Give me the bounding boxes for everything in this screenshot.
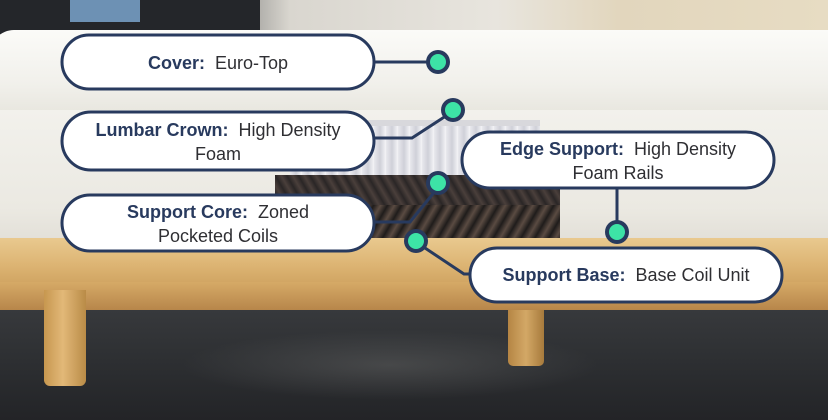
marker-dot-icon (404, 229, 428, 253)
leader-line (374, 110, 453, 140)
bed-leg-right (508, 310, 544, 366)
floor (0, 290, 828, 420)
callout-lumbar-crown: Lumbar Crown: High Density Foam (60, 98, 465, 172)
callout-box (468, 246, 784, 304)
callout-text-line1: Edge Support: High Density (500, 139, 736, 159)
marker-dot-icon (605, 220, 629, 244)
callout-value-line2: Foam Rails (572, 163, 663, 183)
callout-cover: Cover: Euro-Top (60, 33, 450, 91)
callout-value-line1: High Density (238, 120, 340, 140)
marker-dot-icon (426, 50, 450, 74)
callout-value-line2: Pocketed Coils (158, 226, 278, 246)
callout-value: Euro-Top (215, 53, 288, 73)
marker-dot-icon (441, 98, 465, 122)
callout-box (60, 110, 376, 172)
callout-edge-support: Edge Support: High Density Foam Rails (460, 130, 776, 244)
callout-value-line1: High Density (634, 139, 736, 159)
callout-name: Lumbar Crown: (95, 120, 228, 140)
callout-box (60, 193, 376, 253)
callout-text: Support Base: Base Coil Unit (502, 265, 749, 285)
callout-support-core: Support Core: Zoned Pocketed Coils (60, 171, 450, 253)
callout-value-line1: Zoned (258, 202, 309, 222)
callout-box (460, 130, 776, 190)
callout-name: Support Core: (127, 202, 248, 222)
callout-name: Support Base: (502, 265, 625, 285)
leader-line (374, 189, 438, 224)
leader-line (421, 244, 472, 276)
callout-name: Cover: (148, 53, 205, 73)
bed-leg-left (44, 290, 86, 386)
callout-value-line2: Foam (195, 144, 241, 164)
callout-text-line1: Support Core: Zoned (127, 202, 309, 222)
callout-name: Edge Support: (500, 139, 624, 159)
callout-text-line1: Lumbar Crown: High Density (95, 120, 340, 140)
callout-text: Cover: Euro-Top (148, 53, 288, 73)
callout-support-base: Support Base: Base Coil Unit (404, 229, 784, 304)
background-box (70, 0, 140, 22)
callout-box (60, 33, 376, 91)
marker-dot-icon (426, 171, 450, 195)
callout-value: Base Coil Unit (635, 265, 749, 285)
